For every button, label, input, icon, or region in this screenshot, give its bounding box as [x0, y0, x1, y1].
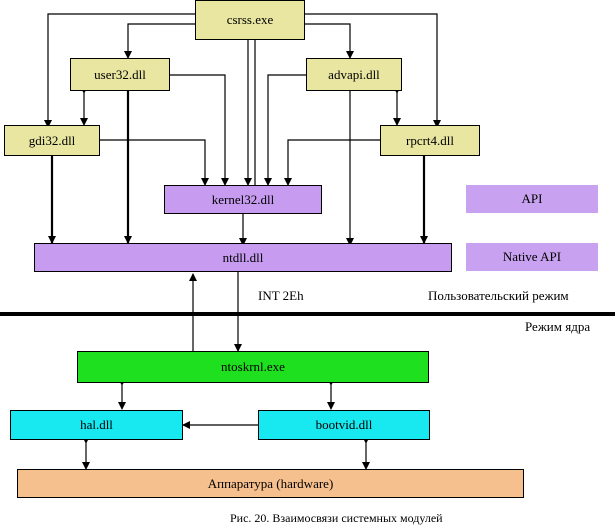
node-hardware: Аппаратура (hardware): [17, 469, 524, 498]
edge-csrss-rpcrt4: [305, 13, 441, 128]
edge-advapi-kernel32: [264, 74, 306, 186]
edge-user32-kernel32: [170, 74, 229, 186]
user-mode-label: Пользовательский режим: [428, 288, 569, 303]
edge-csrss-user32: [124, 23, 195, 59]
int-2eh-label: INT 2Eh: [258, 288, 304, 303]
edge-gdi32-kernel32: [100, 139, 209, 186]
node-ntdll: ntdll.dll: [34, 243, 452, 272]
edge-csrss-advapi: [305, 23, 354, 59]
node-kernel32: kernel32.dll: [164, 185, 322, 214]
node-rpcrt4: rpcrt4.dll: [380, 125, 480, 156]
node-hal: hal.dll: [10, 410, 183, 440]
node-advapi: advapi.dll: [306, 58, 402, 91]
node-csrss: csrss.exe: [195, 0, 305, 40]
figure-caption: Рис. 20. Взаимосвязи системных модулей: [230, 511, 443, 525]
kernel-mode-label: Режим ядра: [525, 319, 591, 334]
node-bootvid: bootvid.dll: [258, 410, 430, 440]
node-user32: user32.dll: [70, 58, 170, 91]
legend-native-api: Native API: [466, 243, 598, 271]
legend-api: API: [466, 185, 598, 213]
node-ntoskrnl: ntoskrnl.exe: [77, 351, 429, 383]
edge-rpcrt4-kernel32: [284, 139, 380, 186]
node-gdi32: gdi32.dll: [4, 125, 100, 156]
edge-csrss-gdi32: [44, 13, 195, 128]
